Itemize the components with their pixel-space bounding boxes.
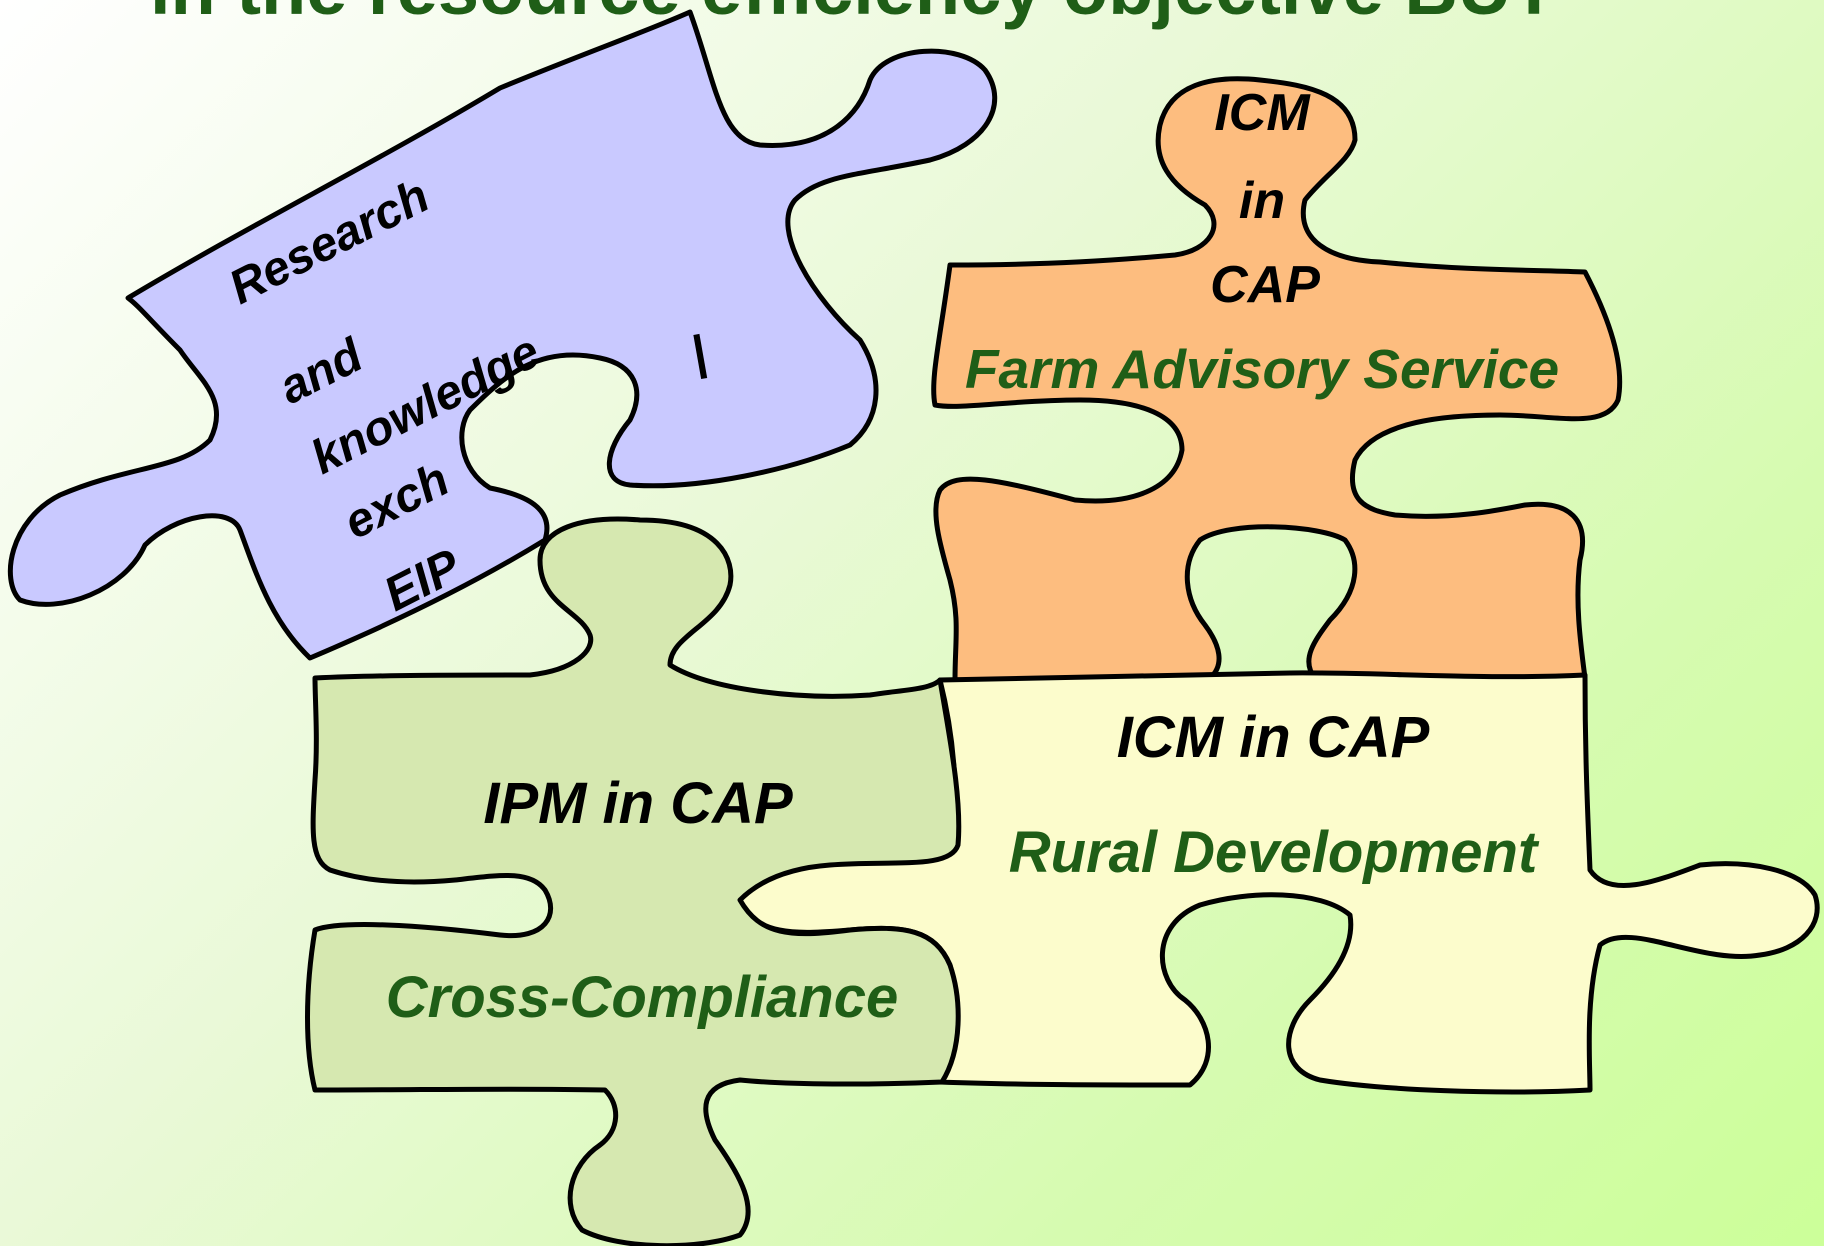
ipm-title: IPM in CAP — [483, 771, 793, 836]
rd-subtitle: Rural Development — [1009, 820, 1540, 885]
ipm-subtitle: Cross-Compliance — [386, 965, 898, 1030]
fas-puzzle-piece — [931, 76, 1623, 690]
slide-title: in the resource efficiency objective BUT — [150, 0, 1556, 30]
fas-top-line-3: CAP — [1210, 256, 1320, 314]
fas-subtitle: Farm Advisory Service — [965, 338, 1559, 400]
rd-text-group: ICM in CAP Rural Development — [1009, 705, 1540, 885]
rd-title: ICM in CAP — [1117, 705, 1430, 770]
ipm-puzzle-piece — [305, 516, 962, 1246]
fas-top-line-2: in — [1239, 172, 1285, 230]
fas-top-line-1: ICM — [1214, 84, 1311, 142]
ipm-text-group: IPM in CAP Cross-Compliance — [386, 771, 898, 1030]
research-puzzle-piece — [7, 9, 998, 661]
fas-text-group: ICM in CAP Farm Advisory Service — [965, 84, 1559, 400]
